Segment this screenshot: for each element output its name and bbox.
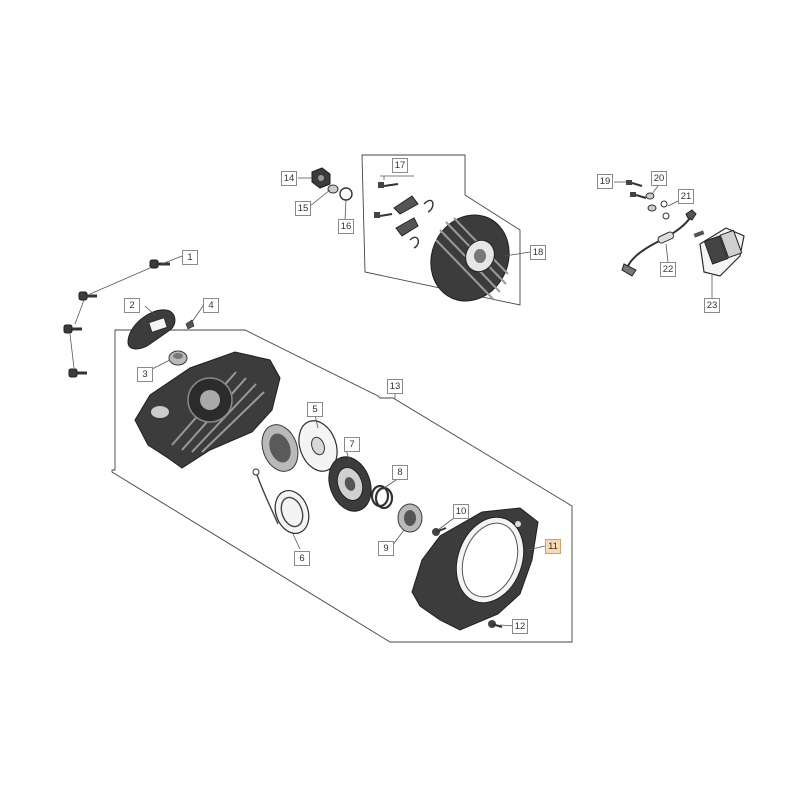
washer-16-icon[interactable] xyxy=(339,187,353,201)
callout-20[interactable]: 20 xyxy=(651,171,667,186)
screw-1-group[interactable] xyxy=(63,259,170,378)
pulley-icon[interactable] xyxy=(322,451,379,517)
callout-11[interactable]: 11 xyxy=(545,539,561,554)
washer-21-icon[interactable] xyxy=(660,200,670,220)
starter-housing-icon[interactable] xyxy=(134,351,281,469)
ignition-wire-icon[interactable] xyxy=(621,209,697,277)
callout-3[interactable]: 3 xyxy=(137,367,153,382)
assembly-13-frame xyxy=(111,329,573,643)
nut-icon[interactable] xyxy=(311,167,331,189)
recoil-spring-icon[interactable] xyxy=(252,468,315,538)
washer-15-icon[interactable] xyxy=(327,184,339,194)
assembly-17-frame xyxy=(361,154,521,306)
washer-20-icon[interactable] xyxy=(645,192,657,212)
callout-6[interactable]: 6 xyxy=(294,551,310,566)
leader-lines xyxy=(144,175,713,627)
callout-2[interactable]: 2 xyxy=(124,298,140,313)
callout-21[interactable]: 21 xyxy=(678,189,694,204)
screw-icon xyxy=(68,368,87,378)
callout-15[interactable]: 15 xyxy=(295,201,311,216)
callout-10[interactable]: 10 xyxy=(453,504,469,519)
clip-icon[interactable] xyxy=(185,319,195,330)
ignition-coil-icon[interactable] xyxy=(693,227,745,277)
callout-16[interactable]: 16 xyxy=(338,219,354,234)
callout-18[interactable]: 18 xyxy=(530,245,546,260)
spring-housing-icon[interactable] xyxy=(256,420,304,477)
callout-4[interactable]: 4 xyxy=(203,298,219,313)
callout-13[interactable]: 13 xyxy=(387,379,403,394)
screw-icon xyxy=(78,291,97,301)
pawl-kit-icon[interactable] xyxy=(374,182,434,249)
pawl-spring-icon[interactable] xyxy=(370,484,394,510)
callout-8[interactable]: 8 xyxy=(392,465,408,480)
callout-17[interactable]: 17 xyxy=(392,158,408,173)
spring-cover-icon[interactable] xyxy=(292,415,344,476)
starter-cover-icon[interactable] xyxy=(411,507,539,631)
starter-handle-icon[interactable] xyxy=(127,309,176,350)
flywheel-icon[interactable] xyxy=(417,202,523,314)
screw-icon xyxy=(149,259,170,269)
callout-22[interactable]: 22 xyxy=(660,262,676,277)
callout-1[interactable]: 1 xyxy=(182,250,198,265)
bushing-icon[interactable] xyxy=(397,503,423,533)
screw-12-icon[interactable] xyxy=(488,620,503,628)
callout-12[interactable]: 12 xyxy=(512,619,528,634)
callout-19[interactable]: 19 xyxy=(597,174,613,189)
rope-guide-icon[interactable] xyxy=(168,350,188,366)
screw-icon xyxy=(63,324,82,334)
callout-9[interactable]: 9 xyxy=(378,541,394,556)
callout-7[interactable]: 7 xyxy=(344,437,360,452)
callout-5[interactable]: 5 xyxy=(307,402,323,417)
screw-19-icon[interactable] xyxy=(626,180,647,199)
callout-14[interactable]: 14 xyxy=(281,171,297,186)
callout-23[interactable]: 23 xyxy=(704,298,720,313)
